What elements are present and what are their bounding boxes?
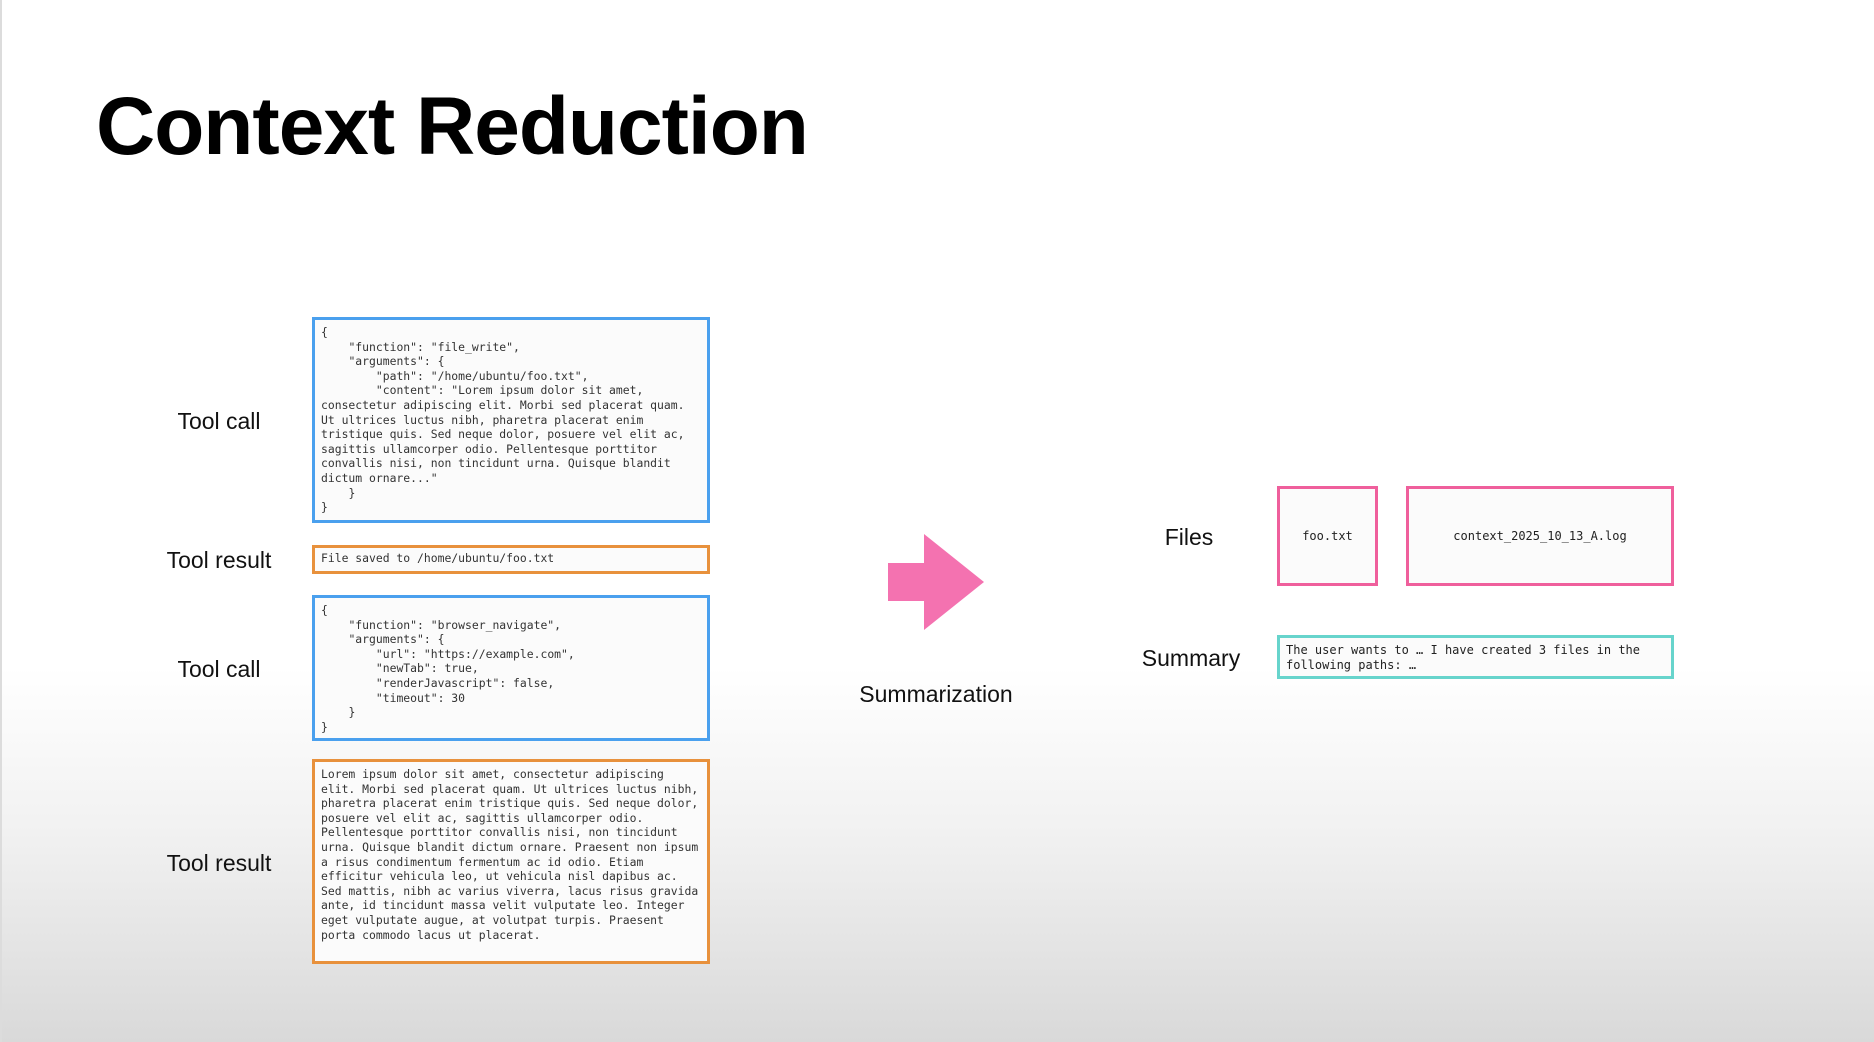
tool-call-label-1: Tool call xyxy=(177,408,261,434)
summarization-label: Summarization xyxy=(859,681,1013,707)
arrow-right-shape xyxy=(888,534,984,630)
arrow-right-icon xyxy=(888,534,984,630)
file-box-context-log: context_2025_10_13_A.log xyxy=(1406,486,1674,586)
summary-label: Summary xyxy=(1141,645,1241,671)
tool-result-box-1: File saved to /home/ubuntu/foo.txt xyxy=(312,545,710,574)
tool-result-label-1: Tool result xyxy=(166,547,272,573)
files-label: Files xyxy=(1164,524,1214,550)
slide-edge xyxy=(0,0,2,1042)
tool-call-label-2: Tool call xyxy=(177,656,261,682)
tool-result-label-2: Tool result xyxy=(166,850,272,876)
summary-box: The user wants to … I have created 3 fil… xyxy=(1277,635,1674,679)
tool-call-box-2: { "function": "browser_navigate", "argum… xyxy=(312,595,710,741)
tool-call-box-1: { "function": "file_write", "arguments":… xyxy=(312,317,710,523)
slide-title: Context Reduction xyxy=(96,81,809,172)
file-box-foo: foo.txt xyxy=(1277,486,1378,586)
tool-result-box-2: Lorem ipsum dolor sit amet, consectetur … xyxy=(312,759,710,964)
